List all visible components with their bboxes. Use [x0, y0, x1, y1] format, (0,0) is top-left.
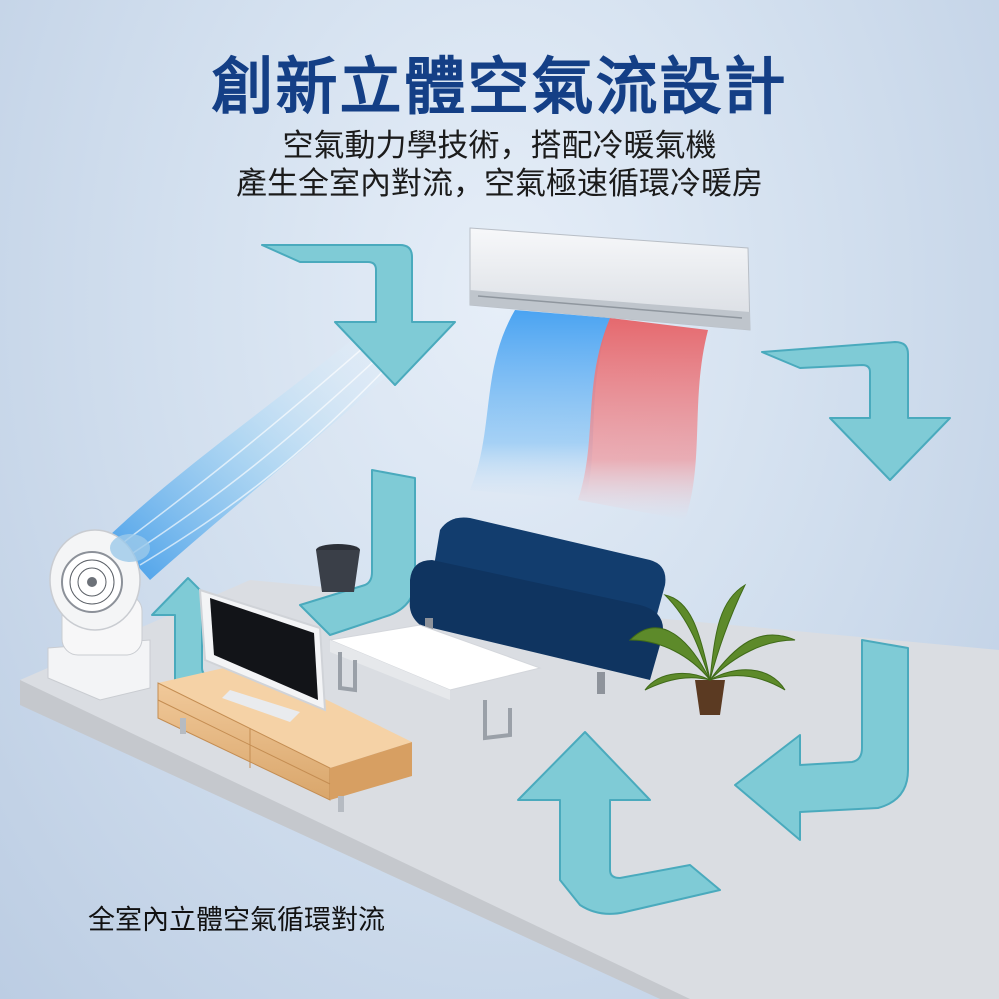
airflow-arrow-icon	[517, 731, 721, 915]
potted-plant-icon	[628, 583, 796, 715]
subtitle-line-1: 空氣動力學技術，搭配冷暖氣機	[282, 128, 717, 164]
airflow-arrow-icon	[761, 341, 951, 481]
airflow-lines	[119, 319, 409, 566]
coffee-table-icon	[328, 624, 542, 741]
circulator-fan-icon	[47, 529, 151, 701]
cool-air-stream	[470, 310, 610, 500]
airflow-arrow-icon	[734, 639, 909, 841]
trash-bin-icon	[316, 544, 360, 592]
airflow-arrow-icon	[261, 244, 456, 386]
television-icon	[198, 588, 327, 722]
fan-airflow-beam	[110, 305, 415, 580]
air-conditioner-icon	[469, 227, 751, 331]
caption: 全室內立體空氣循環對流	[88, 905, 385, 936]
warm-air-stream	[578, 318, 708, 520]
sofa-icon	[409, 517, 666, 694]
headline: 創新立體空氣流設計	[211, 50, 788, 123]
subtitle-line-2: 產生全室內對流，空氣極速循環冷暖房	[236, 166, 763, 202]
